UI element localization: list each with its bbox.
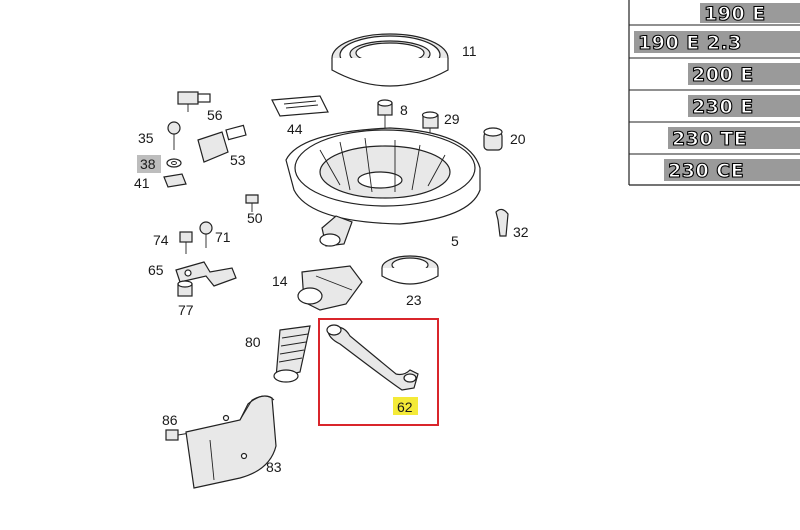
label-14: 14 <box>272 273 288 289</box>
part-74-bolt[interactable] <box>179 231 193 254</box>
part-44-sticker[interactable] <box>271 95 329 117</box>
label-65: 65 <box>148 262 164 278</box>
label-41: 41 <box>134 175 150 191</box>
badge-230te: 230 TE <box>668 127 800 151</box>
label-5: 5 <box>451 233 459 249</box>
part-32-clip[interactable] <box>495 208 509 237</box>
part-29-nut[interactable] <box>421 111 439 170</box>
part-56-sensor[interactable] <box>177 91 211 112</box>
part-50-bolt[interactable] <box>245 194 259 212</box>
label-8: 8 <box>400 102 408 118</box>
model-badge-table: 190 E 190 E 2.3 200 E 230 E 230 TE 230 C… <box>628 0 800 186</box>
svg-text:190 E: 190 E <box>704 3 766 25</box>
label-80: 80 <box>245 334 261 350</box>
badge-200e: 200 E <box>688 63 800 87</box>
svg-text:230 E: 230 E <box>692 96 754 118</box>
part-38-washer[interactable] <box>166 158 182 168</box>
label-77: 77 <box>178 302 194 318</box>
part-20-grommet[interactable] <box>483 127 503 151</box>
svg-text:200 E: 200 E <box>692 64 754 86</box>
part-23-seal[interactable] <box>381 255 439 285</box>
part-62-breather-hose[interactable] <box>326 324 419 391</box>
svg-text:230 CE: 230 CE <box>668 160 744 182</box>
badge-190e: 190 E <box>700 2 800 26</box>
label-35: 35 <box>138 130 154 146</box>
part-80-bellows[interactable] <box>273 325 311 383</box>
label-62: 62 <box>397 399 413 415</box>
part-11-filter-ring[interactable] <box>331 33 449 87</box>
svg-text:190 E 2.3: 190 E 2.3 <box>638 32 742 54</box>
label-74: 74 <box>153 232 169 248</box>
label-38: 38 <box>140 156 156 172</box>
badge-190e-23: 190 E 2.3 <box>634 31 800 55</box>
label-38-highlight <box>137 155 161 173</box>
label-29: 29 <box>444 111 460 127</box>
label-62-highlight <box>393 397 418 415</box>
label-53: 53 <box>230 152 246 168</box>
label-44: 44 <box>287 121 303 137</box>
label-20: 20 <box>510 131 526 147</box>
label-83: 83 <box>266 459 282 475</box>
label-71: 71 <box>215 229 231 245</box>
part-35-screw[interactable] <box>167 121 181 150</box>
badge-230e: 230 E <box>688 95 800 119</box>
label-86: 86 <box>162 412 178 428</box>
badge-230ce: 230 CE <box>664 159 800 183</box>
label-11: 11 <box>462 43 477 59</box>
part-5-filter-housing[interactable] <box>285 127 481 247</box>
label-32: 32 <box>513 224 529 240</box>
part-14-intake-duct[interactable] <box>297 265 363 311</box>
highlight-box-62 <box>318 318 439 426</box>
part-41-clip[interactable] <box>163 173 187 188</box>
svg-text:230 TE: 230 TE <box>672 128 747 150</box>
part-65-bracket[interactable] <box>175 261 237 287</box>
part-71-bolt[interactable] <box>199 221 213 248</box>
label-50: 50 <box>247 210 263 226</box>
part-8-nut[interactable] <box>377 99 393 160</box>
part-77-nut[interactable] <box>177 280 193 297</box>
label-56: 56 <box>207 107 223 123</box>
part-53-connector[interactable] <box>197 124 247 163</box>
part-83-intake-shroud[interactable] <box>185 395 277 489</box>
label-23: 23 <box>406 292 422 308</box>
